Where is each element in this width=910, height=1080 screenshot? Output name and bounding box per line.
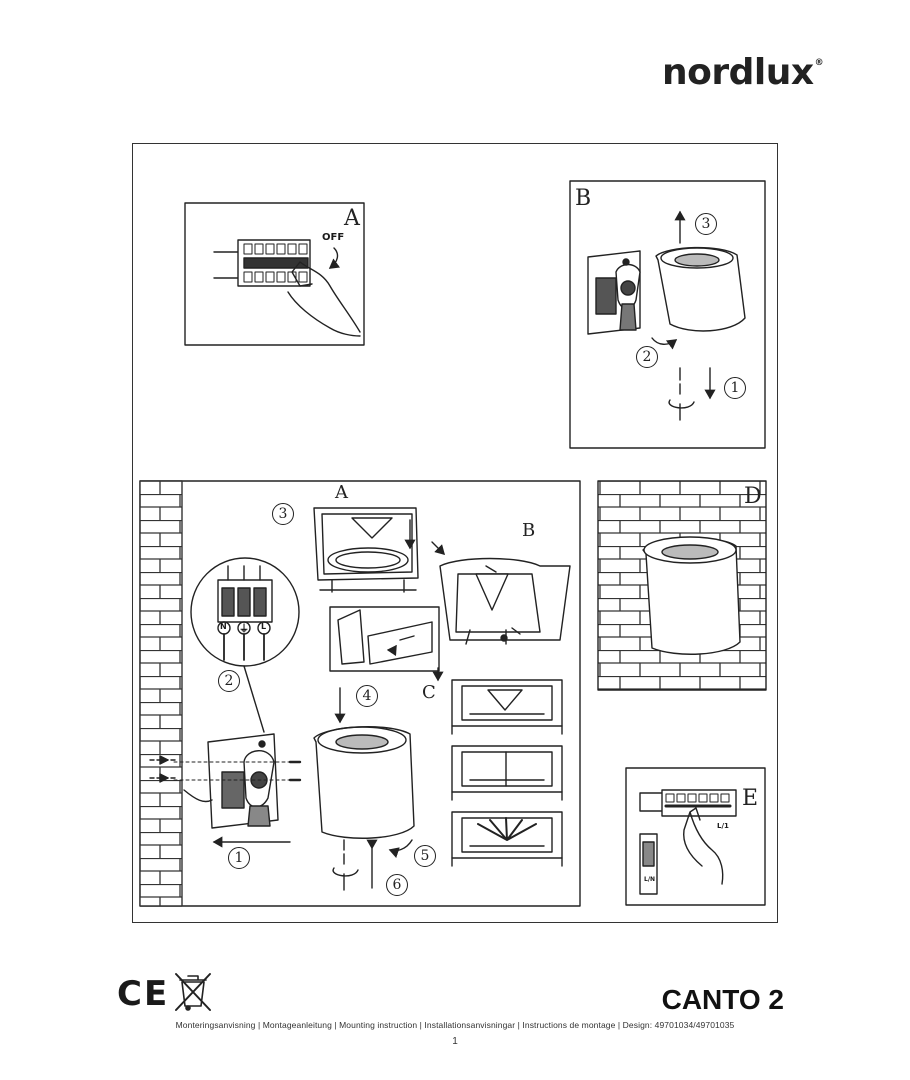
step-number-main-5: 5 <box>414 845 436 867</box>
off-label: OFF <box>322 232 345 243</box>
step-number-b-2: 2 <box>636 346 658 368</box>
ce-mark: CE <box>117 974 170 1014</box>
step-number-main-1: 1 <box>228 847 250 869</box>
brand-name: nordlux <box>662 52 814 93</box>
step-label-d: D <box>744 484 762 509</box>
panel-d <box>597 480 767 691</box>
page-number: 1 <box>452 1036 458 1047</box>
panel-top-a <box>184 202 365 346</box>
panel-top-b <box>569 180 766 449</box>
brand-logo: nordlux® <box>662 52 824 93</box>
step-label-top-b: B <box>575 186 592 211</box>
terminal-n-label: N <box>220 622 227 631</box>
weee-bin-icon <box>175 973 211 1011</box>
step-label-main-c: C <box>422 682 436 703</box>
step-label-main-a: A <box>335 482 348 503</box>
step-label-top-a: A <box>344 206 360 231</box>
panel-e <box>625 767 766 906</box>
device-label: L/N <box>644 876 656 883</box>
step-number-main-6: 6 <box>386 874 408 896</box>
terminal-l-label: L <box>261 622 267 631</box>
footer-languages: Monteringsanvisning | Montageanleitung |… <box>175 1020 735 1030</box>
step-number-main-2: 2 <box>218 670 240 692</box>
step-number-b-1: 1 <box>724 377 746 399</box>
switch-label: L/1 <box>717 822 729 830</box>
terminal-earth-label: ⏚ <box>239 624 249 635</box>
step-number-main-4: 4 <box>356 685 378 707</box>
instruction-frame <box>132 143 778 923</box>
step-number-b-3: 3 <box>695 213 717 235</box>
step-number-main-3: 3 <box>272 503 294 525</box>
step-label-e: E <box>742 786 759 811</box>
registered-mark: ® <box>814 58 824 68</box>
product-name: CANTO 2 <box>661 984 784 1015</box>
step-label-main-b: B <box>522 520 536 541</box>
panel-mounting <box>139 480 581 907</box>
